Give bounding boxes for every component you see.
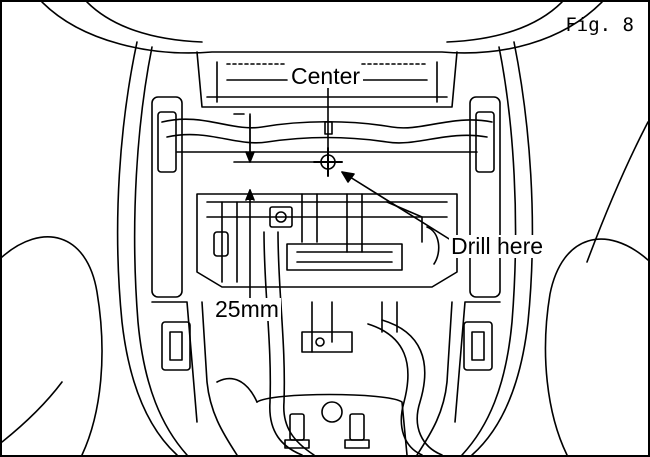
mid-bracket xyxy=(196,193,458,288)
bolt-icon xyxy=(344,413,370,449)
right-seat-outline xyxy=(544,238,648,455)
opening-top-edge xyxy=(161,118,493,129)
figure-label: Fig. 8 xyxy=(565,14,634,36)
dashboard-hood xyxy=(41,2,603,54)
bolt-icon xyxy=(284,413,310,449)
drill-here-callout: Drill here xyxy=(449,233,546,259)
console-left-wall xyxy=(116,41,178,455)
center-callout: Center xyxy=(288,65,364,88)
console-right-wall xyxy=(471,41,534,455)
wire-harness xyxy=(263,231,303,455)
drill-target-icon xyxy=(313,147,343,177)
distance-callout: 25mm xyxy=(213,296,281,322)
left-seat-outline xyxy=(2,236,103,455)
upper-bezel xyxy=(196,51,458,108)
